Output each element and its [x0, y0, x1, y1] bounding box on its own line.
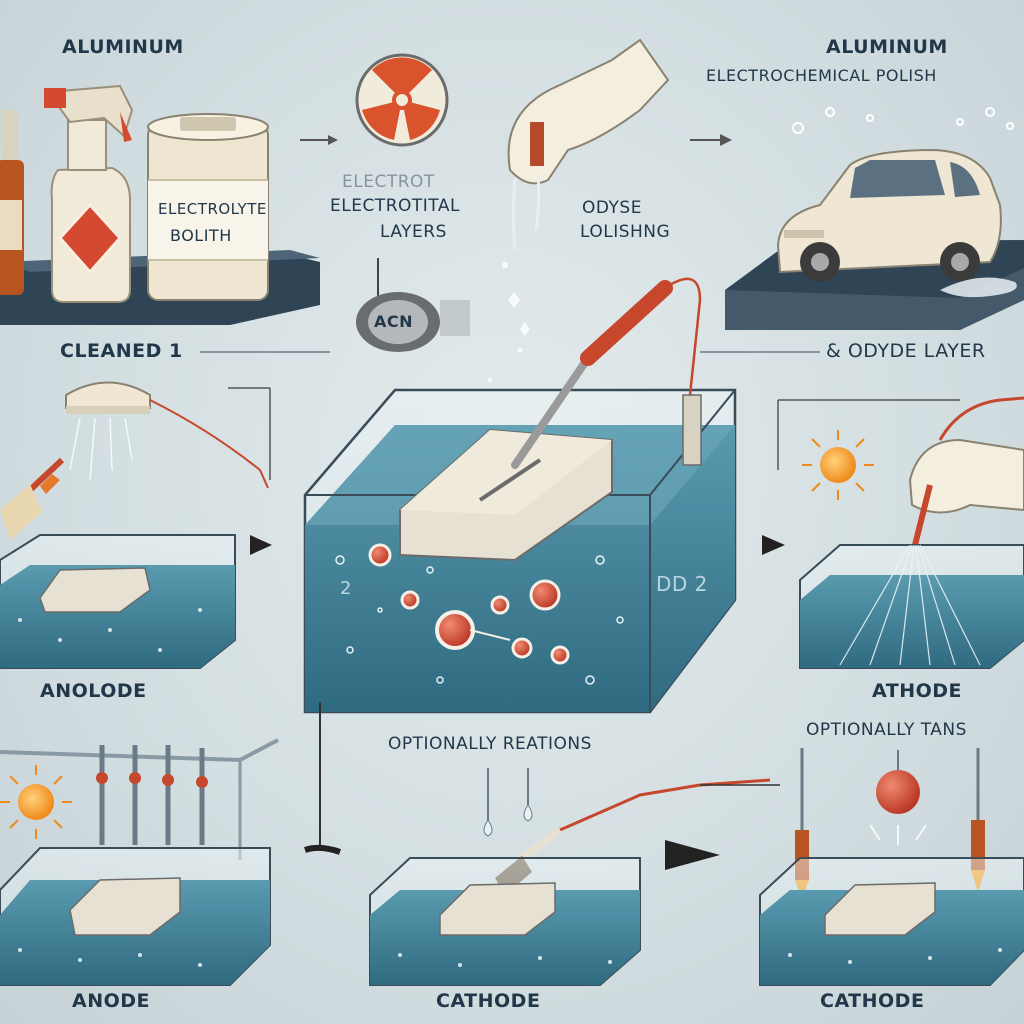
bubbles-top-right [792, 107, 1014, 134]
tank-anolode [0, 534, 236, 669]
ion-markers [368, 543, 570, 665]
label-optionally-reations: OPTIONALLY REATIONS [388, 734, 592, 754]
tank-cathode-mid [369, 857, 641, 986]
label-lolishng: LOLISHNG [580, 222, 671, 242]
falling-drops [488, 262, 530, 382]
tank-athode [799, 544, 1024, 669]
label-cathode-mid: CATHODE [436, 990, 541, 1012]
tank-side-mark: 2 [340, 578, 352, 599]
label-oxide-layer: & ODYDE LAYER [826, 340, 986, 362]
acid-badge-label: ACN [374, 312, 414, 331]
label-electrochemical-polish: ELECTROCHEMICAL POLISH [706, 66, 937, 85]
brush-icon [0, 457, 65, 540]
tank-label: DD 2 [656, 572, 708, 596]
label-cathode-right: CATHODE [820, 990, 925, 1012]
label-electrot-faded: ELECTROT [342, 172, 435, 192]
can-label-line2: BOLITH [170, 226, 232, 245]
acid-badge [356, 258, 470, 352]
sun-icon [802, 430, 874, 500]
amber-bottle [0, 110, 24, 295]
can-label-line1: ELECTROLYTE [158, 200, 267, 218]
main-tank [303, 277, 737, 714]
label-layers: LAYERS [380, 222, 447, 242]
dropper-drops [483, 768, 533, 837]
glove-icon [507, 38, 670, 251]
electrolyte-can [147, 113, 269, 301]
spray-bottle-icon [44, 84, 134, 303]
label-odyse: ODYSE [582, 198, 642, 218]
label-anode: ANODE [72, 990, 151, 1012]
label-optionally-tans: OPTIONALLY TANS [806, 720, 967, 740]
label-cleaned: CLEANED 1 [60, 340, 183, 362]
car-icon [776, 148, 1002, 282]
label-electrotital: ELECTROTITAL [330, 196, 460, 216]
label-anolode: ANOLODE [40, 680, 147, 702]
chemicals-shelf [0, 84, 320, 325]
shower-head [65, 381, 269, 489]
label-aluminum-right: ALUMINUM [826, 36, 948, 58]
tank-anode [0, 847, 271, 986]
tank-cathode-right [759, 857, 1024, 986]
electrode-rack [0, 738, 279, 860]
label-athode: ATHODE [872, 680, 962, 702]
radiation-icon [355, 53, 449, 147]
glove-brush-icon [908, 396, 1024, 546]
sun-icon [0, 765, 72, 839]
label-aluminum-left: ALUMINUM [62, 36, 184, 58]
